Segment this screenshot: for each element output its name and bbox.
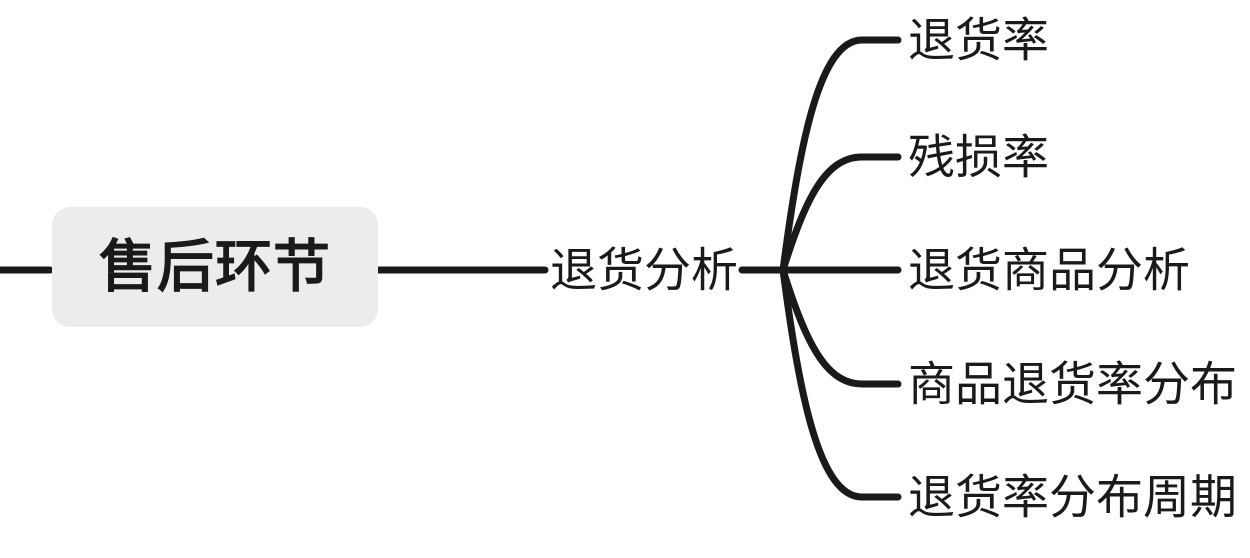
branch-node-退货分析[interactable]: 退货分析 [550, 243, 738, 297]
leaf-node-4[interactable]: 商品退货率分布 [908, 357, 1237, 411]
leaf-node-2[interactable]: 残损率 [908, 130, 1049, 184]
root-node-售后环节[interactable]: 售后环节 [52, 207, 378, 327]
connector-leaf-1 [779, 36, 902, 274]
leaf-node-3[interactable]: 退货商品分析 [908, 243, 1190, 297]
root-node-label: 售后环节 [99, 234, 331, 299]
connector-leaf-5 [779, 266, 902, 501]
connector-leaf-2 [779, 153, 902, 274]
leaf-node-5[interactable]: 退货率分布周期 [908, 470, 1237, 524]
leaf-node-1[interactable]: 退货率 [908, 13, 1049, 67]
connector-leaf-4 [779, 266, 902, 388]
